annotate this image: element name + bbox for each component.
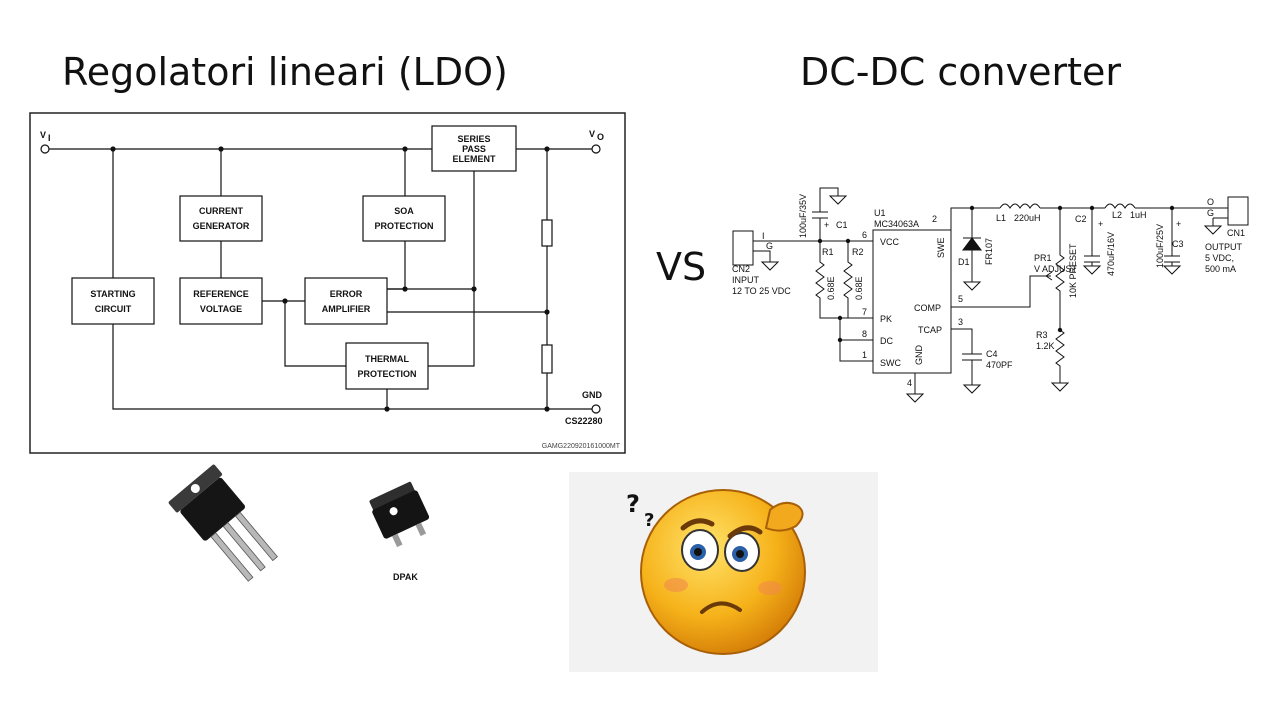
cn1-pin-g: G — [1207, 208, 1214, 218]
ldo-diagram — [29, 112, 626, 454]
pin-num-7: 7 — [862, 307, 867, 317]
r1-value: 0.68E — [826, 276, 836, 300]
to220-package-image — [168, 464, 278, 582]
l2-label: L2 — [1112, 210, 1122, 220]
c1-value: 100uF/35V — [798, 194, 808, 238]
pin-vcc: VCC — [880, 237, 900, 247]
d1-part: FR107 — [984, 238, 994, 265]
series-pass-line1: SERIES — [457, 134, 490, 144]
question-marks-icon: ? — [626, 490, 640, 518]
thermal-line2: PROTECTION — [357, 369, 416, 379]
c2-value: 470uF/16V — [1106, 232, 1116, 276]
c1-plus: + — [824, 220, 829, 230]
thermal-line1: THERMAL — [365, 354, 409, 364]
d1-label: D1 — [958, 257, 970, 267]
r2-label: R2 — [852, 247, 864, 257]
code-small: CS22280 — [565, 416, 603, 426]
pin-gnd: GND — [914, 345, 924, 366]
series-pass-line2: PASS — [462, 144, 486, 154]
pin-num-2: 2 — [932, 214, 937, 224]
l1-value: 220uH — [1014, 213, 1041, 223]
pin-comp: COMP — [914, 303, 941, 313]
error-amp-line2: AMPLIFIER — [322, 304, 371, 314]
c3-label: C3 — [1172, 239, 1184, 249]
output-label: OUTPUT — [1205, 242, 1243, 252]
cn2-pin-i: I — [762, 231, 765, 241]
starting-circuit-box — [71, 277, 155, 325]
pin-num-4: 4 — [907, 378, 912, 388]
c2-plus: + — [1098, 219, 1103, 229]
c1-label: C1 — [836, 220, 848, 230]
r1-label: R1 — [822, 247, 834, 257]
c4-label: C4 — [986, 349, 998, 359]
current-generator-line1: CURRENT — [199, 206, 244, 216]
input-range-label: 12 TO 25 VDC — [732, 286, 791, 296]
gnd-label: GND — [582, 390, 603, 400]
pr1-value: 10K PRESET — [1068, 243, 1078, 298]
reference-line1: REFERENCE — [193, 289, 249, 299]
pin-swe: SWE — [936, 237, 946, 258]
diagram-code: GAMG220920161000MT — [542, 443, 621, 450]
reference-voltage-box — [179, 277, 263, 325]
reference-line2: VOLTAGE — [200, 304, 242, 314]
pr1-desc: V ADJUST — [1034, 264, 1078, 274]
pin-pk: PK — [880, 314, 892, 324]
u1-part: MC34063A — [874, 219, 919, 229]
soa-line2: PROTECTION — [374, 221, 433, 231]
soa-line1: SOA — [394, 206, 414, 216]
r3-value: 1.2K — [1036, 341, 1055, 351]
c3-plus: + — [1176, 219, 1181, 229]
vs-label: VS — [656, 245, 707, 289]
pin-tcap: TCAP — [918, 325, 942, 335]
starting-line1: STARTING — [90, 289, 135, 299]
ldo-frame — [29, 112, 626, 454]
pin-num-8: 8 — [862, 329, 867, 339]
current-generator-line2: GENERATOR — [193, 221, 250, 231]
dcdc-title: DC-DC converter — [800, 50, 1121, 94]
vin-label: V — [40, 130, 46, 140]
output-current: 500 mA — [1205, 264, 1236, 274]
cn2-pin-g: G — [766, 241, 773, 251]
dcdc-junctions — [817, 205, 1175, 343]
confused-emoji-image: ? ? — [569, 472, 878, 672]
output-voltage: 5 VDC, — [1205, 253, 1234, 263]
vout-label: V — [589, 129, 595, 139]
pin-num-1: 1 — [862, 350, 867, 360]
pin-num-3: 3 — [958, 317, 963, 327]
dpak-package-image: DPAK — [369, 481, 430, 582]
thermal-protection-box — [345, 342, 429, 390]
current-generator-box — [179, 195, 263, 242]
input-label: INPUT — [732, 275, 760, 285]
pin-swc: SWC — [880, 358, 901, 368]
starting-line2: CIRCUIT — [95, 304, 132, 314]
error-amplifier-box — [304, 277, 388, 325]
r3-label: R3 — [1036, 330, 1048, 340]
c4-value: 470PF — [986, 360, 1013, 370]
ldo-labels: V I V O GND SERIES PASS ELEMENT CURRENT … — [40, 129, 621, 450]
pin-dc: DC — [880, 336, 893, 346]
u1-label: U1 — [874, 208, 886, 218]
dpak-label: DPAK — [393, 572, 418, 582]
cn2-label: CN2 — [732, 264, 750, 274]
c2-label: C2 — [1075, 214, 1087, 224]
soa-box — [362, 195, 446, 242]
dcdc-labels: CN2 INPUT 12 TO 25 VDC I G 100uF/35V + C… — [732, 194, 1245, 388]
series-pass-line3: ELEMENT — [452, 154, 496, 164]
vout-sub-label: O — [597, 132, 604, 142]
ldo-title: Regolatori lineari (LDO) — [62, 50, 508, 94]
svg-text:?: ? — [644, 510, 654, 531]
l2-value: 1uH — [1130, 210, 1147, 220]
r2-value: 0.68E — [854, 276, 864, 300]
vin-sub-label: I — [48, 133, 51, 143]
l1-label: L1 — [996, 213, 1006, 223]
pr1-label: PR1 — [1034, 253, 1052, 263]
cn1-label: CN1 — [1227, 228, 1245, 238]
ldo-junctions — [110, 146, 550, 412]
c3-value: 100uF/25V — [1155, 224, 1165, 268]
pin-num-6: 6 — [862, 230, 867, 240]
cn1-pin-o: O — [1207, 197, 1214, 207]
pin-num-5: 5 — [958, 294, 963, 304]
error-amp-line1: ERROR — [330, 289, 363, 299]
